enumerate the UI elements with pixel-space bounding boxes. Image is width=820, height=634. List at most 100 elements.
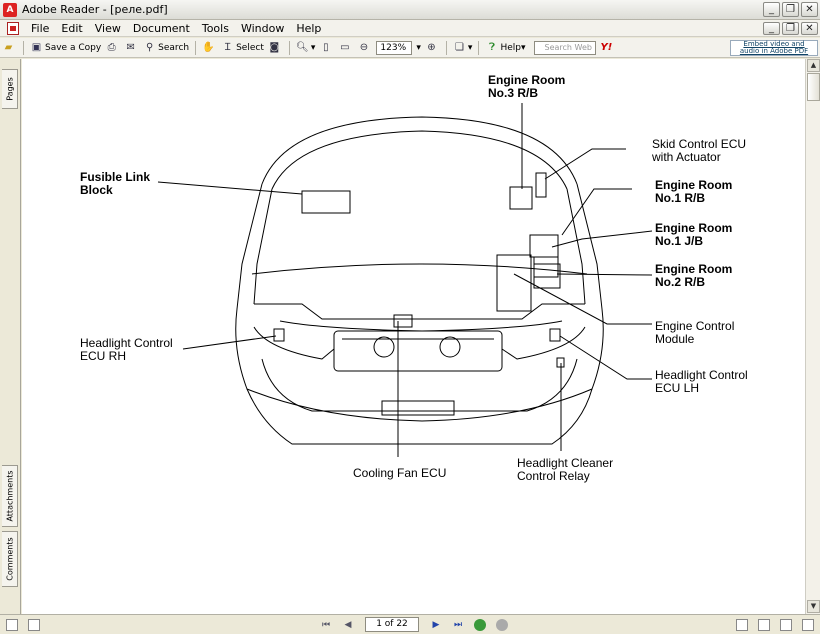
previous-page-button[interactable]: ◀ bbox=[344, 619, 352, 630]
print-button[interactable]: ⎙ bbox=[103, 40, 122, 56]
menu-bar: File Edit View Document Tools Window Hel… bbox=[0, 20, 820, 37]
save-status-icon[interactable] bbox=[28, 618, 40, 631]
minimize-button[interactable]: _ bbox=[763, 2, 780, 17]
zoom-dropdown-button[interactable]: ▾ bbox=[414, 40, 423, 56]
menu-window[interactable]: Window bbox=[240, 21, 285, 35]
menu-document[interactable]: Document bbox=[132, 21, 190, 35]
hand-icon: ✋ bbox=[202, 42, 215, 53]
restore-button[interactable]: ❐ bbox=[782, 2, 799, 17]
page-number-input[interactable]: 1 of 22 bbox=[365, 617, 419, 632]
search-button[interactable]: ⚲Search bbox=[141, 40, 191, 56]
tab-pages-label: Pages bbox=[5, 77, 14, 101]
toolbar-separator bbox=[478, 40, 480, 55]
menu-file[interactable]: File bbox=[31, 21, 50, 35]
doc-restore-button[interactable]: ❐ bbox=[782, 21, 799, 35]
zoom-in-button[interactable]: ⊕ bbox=[423, 40, 442, 56]
zoom-level-input[interactable]: 123% bbox=[376, 40, 413, 55]
zoom-in-tool-button[interactable]: 🔍︎▾ bbox=[294, 40, 318, 56]
save-copy-button[interactable]: ▣Save a Copy bbox=[28, 40, 103, 56]
label-engine-room-no3: Engine Room No.3 R/B bbox=[488, 73, 569, 100]
tab-attachments[interactable]: Attachments bbox=[2, 465, 18, 527]
zoom-out-button[interactable]: ⊖ bbox=[355, 40, 374, 56]
skid-control-ecu-shape bbox=[535, 172, 547, 198]
label-engine-room-no1-jb: Engine Room No.1 J/B bbox=[655, 221, 736, 248]
label-headlight-control-ecu-rh: Headlight Control ECU RH bbox=[80, 336, 176, 363]
tab-pages[interactable]: Pages bbox=[2, 69, 18, 109]
close-button[interactable]: ✕ bbox=[801, 2, 818, 17]
help-button[interactable]: ❓︎Help▾ bbox=[483, 40, 527, 56]
engine-room-no2-rb-shape bbox=[533, 263, 561, 289]
rotate-view-button[interactable]: ❏▾ bbox=[451, 40, 475, 56]
document-view[interactable]: Engine Room No.3 R/B Fusible Link Block … bbox=[22, 59, 805, 614]
email-icon: ✉ bbox=[126, 42, 135, 53]
fusible-link-block-shape bbox=[301, 190, 351, 214]
headlight-ecu-lh-shape bbox=[549, 328, 561, 342]
camera-icon: ◙ bbox=[269, 42, 280, 53]
engine-room-no1-jb-shape bbox=[533, 256, 559, 278]
tab-attachments-label: Attachments bbox=[5, 470, 14, 522]
diagram-labels: Engine Room No.3 R/B Fusible Link Block … bbox=[80, 73, 751, 483]
panel-toggle-icon[interactable] bbox=[6, 618, 18, 631]
select-tool-button[interactable]: Ɪ Select bbox=[219, 40, 266, 56]
hand-tool-button[interactable]: ✋ bbox=[200, 40, 219, 56]
doc-close-button[interactable]: ✕ bbox=[801, 21, 818, 35]
select-label: Select bbox=[236, 42, 264, 53]
status-bar: ⏮ ◀ 1 of 22 ▶ ⏭ bbox=[0, 614, 820, 634]
cooling-fan-ecu-shape bbox=[393, 314, 413, 328]
doc-minimize-button[interactable]: _ bbox=[763, 21, 780, 35]
chevron-down-icon: ▾ bbox=[310, 42, 316, 53]
embed-video-promo-link[interactable]: Embed video and audio in Adobe PDF bbox=[730, 39, 818, 56]
single-page-layout-icon[interactable] bbox=[736, 618, 748, 631]
toolbar-separator bbox=[23, 40, 24, 55]
label-headlight-cleaner-relay: Headlight Cleaner Control Relay bbox=[517, 456, 616, 483]
go-back-button[interactable] bbox=[474, 618, 486, 631]
first-page-button[interactable]: ⏮ bbox=[321, 619, 331, 630]
vertical-scrollbar[interactable]: ▲ ▼ bbox=[805, 59, 820, 614]
go-forward-button[interactable] bbox=[496, 618, 508, 631]
continuous-layout-icon[interactable] bbox=[758, 618, 770, 631]
leader-lines bbox=[157, 103, 653, 457]
toolbar-separator bbox=[195, 40, 197, 55]
fit-width-button[interactable]: ▭ bbox=[336, 40, 355, 56]
promo-line-2: audio in Adobe PDF bbox=[739, 46, 809, 55]
open-button[interactable]: ▰ bbox=[0, 40, 19, 56]
toolbar-separator bbox=[288, 40, 290, 55]
search-label: Search bbox=[158, 42, 190, 53]
navigation-panel: Pages Attachments Comments bbox=[0, 59, 21, 614]
engine-room-no1-rb-shape bbox=[529, 234, 559, 258]
label-headlight-control-ecu-lh: Headlight Control ECU LH bbox=[655, 368, 751, 395]
floppy-icon: ▣ bbox=[31, 42, 42, 53]
title-bar: A Adobe Reader - [реле.pdf] _ ❐ ✕ bbox=[0, 0, 820, 20]
actual-size-button[interactable]: ▯ bbox=[317, 40, 336, 56]
menu-help[interactable]: Help bbox=[296, 21, 322, 35]
magnifier-icon: 🔍︎ bbox=[296, 42, 309, 53]
snapshot-button[interactable]: ◙ bbox=[266, 40, 285, 56]
scroll-up-arrow[interactable]: ▲ bbox=[807, 59, 820, 72]
document-icon[interactable] bbox=[7, 21, 19, 35]
toolbar: ▰ ▣Save a Copy ⎙ ✉ ⚲Search ✋ Ɪ Select ◙ 🔍… bbox=[0, 38, 820, 58]
chevron-down-icon: ▾ bbox=[520, 42, 526, 53]
label-engine-control-module: Engine Control Module bbox=[655, 319, 738, 346]
yahoo-logo-button[interactable]: Y! bbox=[600, 42, 613, 53]
menu-view[interactable]: View bbox=[94, 21, 121, 35]
continuous-facing-layout-icon[interactable] bbox=[802, 618, 814, 631]
facing-layout-icon[interactable] bbox=[780, 618, 792, 631]
tab-comments[interactable]: Comments bbox=[2, 531, 18, 587]
label-fusible-link-block: Fusible Link Block bbox=[80, 170, 153, 197]
printer-icon: ⎙ bbox=[107, 42, 116, 53]
search-web-input[interactable]: Search Web bbox=[533, 40, 596, 55]
last-page-button[interactable]: ⏭ bbox=[453, 619, 463, 630]
next-page-button[interactable]: ▶ bbox=[432, 619, 440, 630]
help-label: Help bbox=[500, 42, 521, 53]
text-cursor-icon: Ɪ bbox=[224, 42, 231, 53]
email-button[interactable]: ✉ bbox=[122, 40, 141, 56]
fit-width-icon: ▭ bbox=[340, 42, 350, 53]
window-title: Adobe Reader - [реле.pdf] bbox=[22, 3, 168, 16]
engine-room-no3-rb-shape bbox=[509, 186, 533, 210]
menu-tools[interactable]: Tools bbox=[201, 21, 229, 35]
menu-edit[interactable]: Edit bbox=[61, 21, 83, 35]
minus-circle-icon: ⊖ bbox=[359, 42, 369, 53]
scroll-down-arrow[interactable]: ▼ bbox=[807, 600, 820, 613]
scroll-thumb[interactable] bbox=[807, 73, 820, 101]
save-copy-label: Save a Copy bbox=[45, 42, 102, 53]
